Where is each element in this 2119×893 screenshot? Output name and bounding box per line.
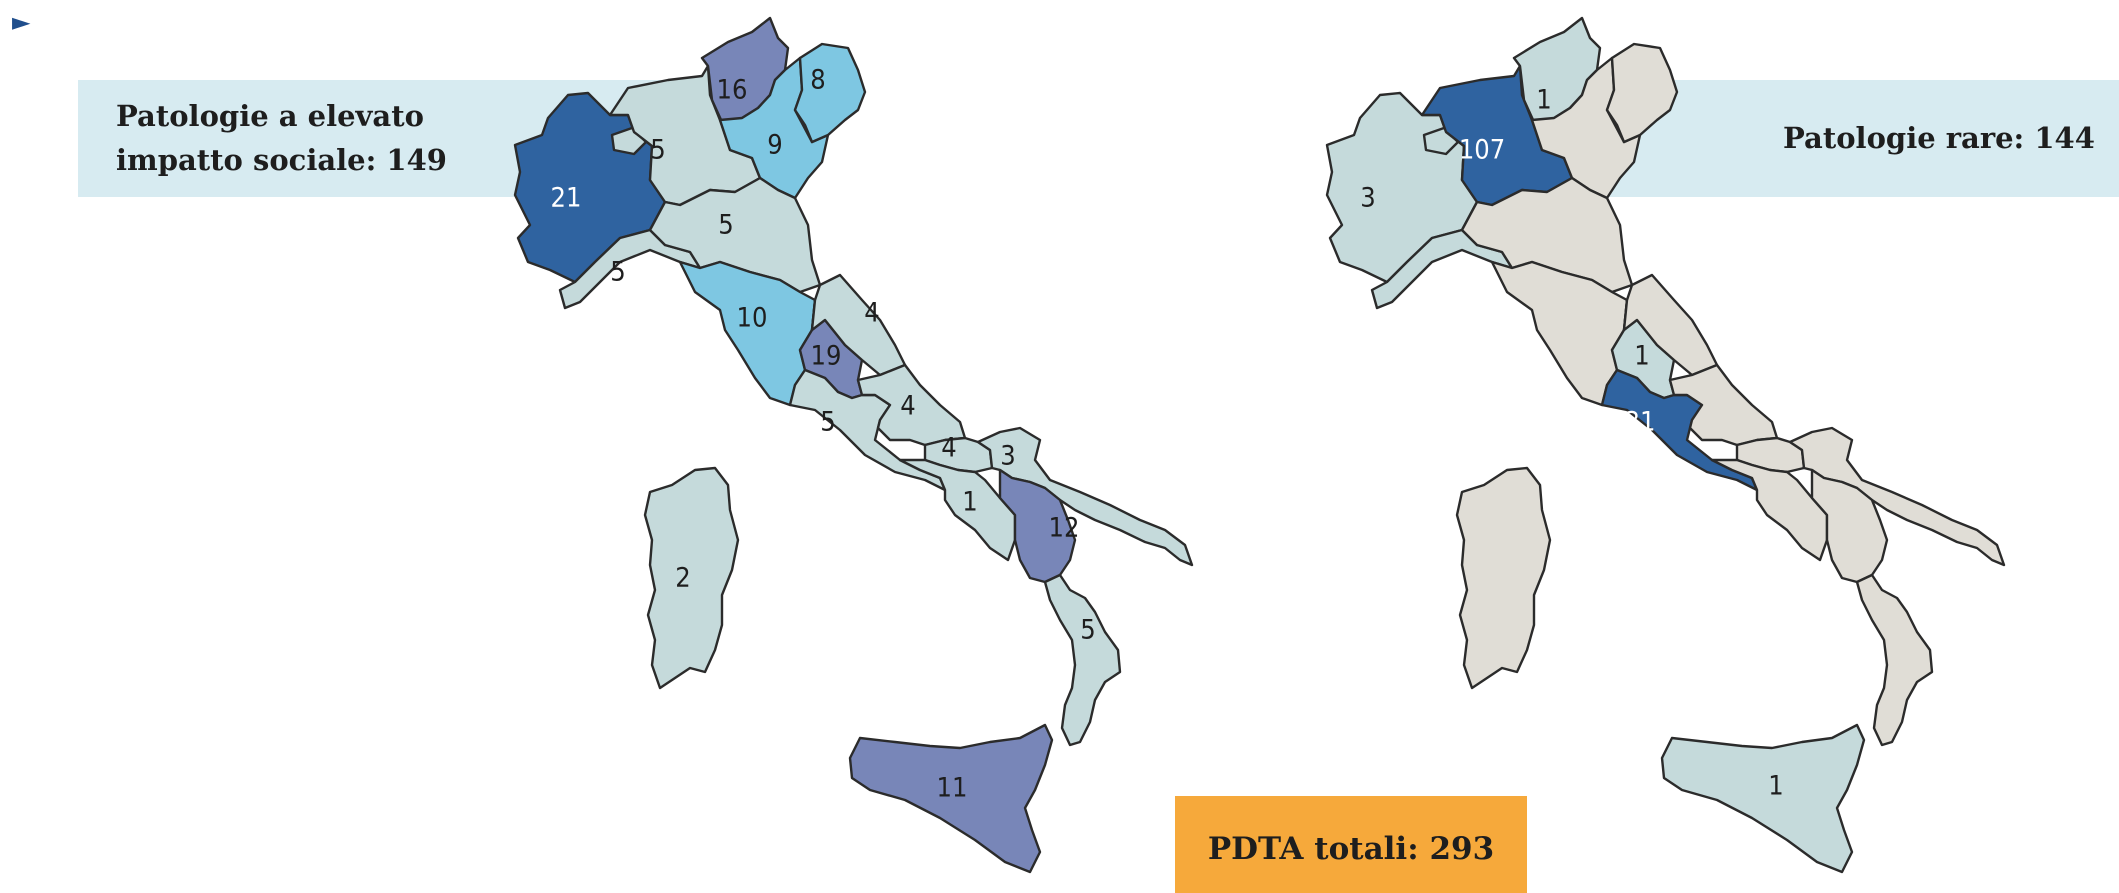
right-region-campania	[1710, 458, 1829, 562]
left-value-piemonte: 21	[551, 183, 582, 214]
left-value-toscana: 10	[737, 303, 768, 334]
right-region-sicilia	[1660, 723, 1866, 874]
right-region-calabria	[1855, 573, 1934, 747]
right-title-banner	[1590, 80, 2119, 197]
right-region-friuli-venezia-giulia	[1605, 42, 1679, 144]
left-value-trentino-alto-adige: 16	[717, 75, 748, 106]
left-value-umbria: 19	[811, 341, 842, 372]
left-value-molise: 4	[941, 433, 956, 464]
left-value-puglia: 3	[1000, 441, 1015, 472]
left-region-friuli-venezia-giulia	[793, 42, 867, 144]
left-value-basilicata: 12	[1049, 513, 1080, 544]
right-region-abruzzo	[1668, 363, 1779, 447]
right-value-piemonte: 3	[1360, 183, 1375, 214]
left-value-marche: 4	[864, 298, 879, 329]
right-regions: 3 107 1 1 31 1	[1325, 16, 2006, 874]
right-map: 3 107 1 1 31 1	[1325, 16, 2006, 874]
right-title: Patologie rare: 144	[1783, 121, 2095, 155]
left-value-sicilia: 11	[937, 773, 968, 804]
left-value-sardegna: 2	[675, 563, 690, 594]
corner-marker: ►	[12, 8, 31, 36]
right-value-trentino-alto-adige: 1	[1536, 85, 1551, 116]
left-value-veneto: 9	[767, 130, 782, 161]
left-title-line2: impatto sociale: 149	[116, 143, 447, 177]
left-value-lazio: 5	[820, 407, 835, 438]
right-value-sicilia: 1	[1768, 771, 1783, 802]
left-region-sicilia	[848, 723, 1054, 874]
total-box	[1175, 796, 1527, 893]
left-value-campania: 1	[962, 487, 977, 518]
left-title-line1: Patologie a elevato	[116, 99, 424, 133]
left-value-liguria: 5	[610, 257, 625, 288]
left-value-abruzzo: 4	[900, 391, 915, 422]
right-region-sardegna	[1455, 466, 1552, 690]
right-value-lombardia: 107	[1459, 135, 1505, 166]
left-value-emilia-romagna: 5	[718, 210, 733, 241]
left-region-abruzzo	[856, 363, 967, 447]
left-region-calabria	[1043, 573, 1122, 747]
left-value-lombardia: 5	[650, 135, 665, 166]
right-value-lazio: 31	[1625, 407, 1656, 438]
total-label: PDTA totali: 293	[1208, 831, 1494, 867]
right-value-umbria: 1	[1634, 341, 1649, 372]
left-value-friuli-venezia-giulia: 8	[810, 65, 825, 96]
left-region-campania	[898, 458, 1017, 562]
left-value-calabria: 5	[1080, 615, 1095, 646]
left-region-sardegna	[643, 466, 740, 690]
